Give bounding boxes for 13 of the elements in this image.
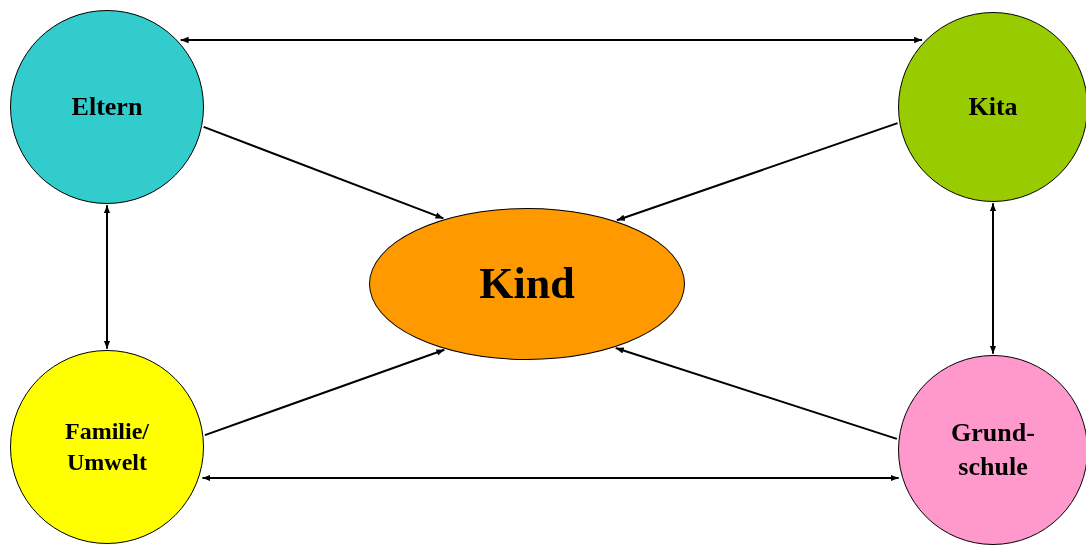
- node-label: Kita: [967, 91, 1019, 124]
- node-label: Kind: [478, 258, 576, 311]
- arrow: [202, 125, 445, 220]
- arrow: [989, 202, 997, 355]
- arrow: [203, 348, 446, 437]
- node-label: Grund- schule: [950, 417, 1036, 483]
- arrow: [614, 347, 898, 440]
- node-label: Familie/ Umwelt: [64, 416, 150, 477]
- arrow: [201, 474, 900, 482]
- node-label: Eltern: [70, 91, 144, 124]
- arrow: [103, 204, 111, 350]
- arrow: [615, 122, 899, 222]
- arrow: [179, 36, 924, 44]
